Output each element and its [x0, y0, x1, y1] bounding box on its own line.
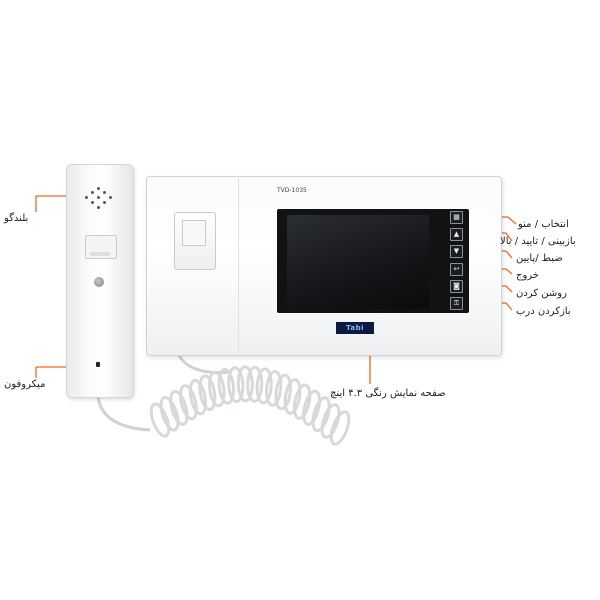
cord-loop: [329, 410, 351, 446]
label-exit: خروج: [516, 270, 539, 281]
cord-loop: [302, 389, 322, 426]
back-icon[interactable]: ↩: [450, 263, 463, 276]
cord-loop: [217, 367, 235, 405]
handset-cord: [96, 395, 151, 432]
label-open-door: بازکردن درب: [516, 306, 571, 317]
cord-loop: [283, 378, 302, 415]
cord-loop: [320, 403, 341, 439]
cord-loop: [198, 374, 217, 412]
light-icon[interactable]: ◙: [450, 280, 463, 293]
cord-loop: [292, 383, 312, 420]
cord-loop: [246, 365, 264, 403]
cord-loop: [159, 395, 180, 432]
cord-loop: [265, 369, 283, 407]
label-microphone: میکروفون: [4, 379, 46, 390]
cord-loop: [188, 378, 208, 416]
label-screen: صفحه نمایش رنگی ۴.۳ اینچ: [330, 388, 446, 399]
cord-loop: [311, 396, 331, 433]
arrow-down-icon[interactable]: ▼: [450, 245, 463, 258]
label-turn-on: روشن کردن: [516, 288, 567, 299]
cord-loop: [149, 402, 171, 438]
cord-loop: [274, 373, 292, 411]
microphone-hole: [96, 362, 100, 367]
coiled-cord: [149, 365, 351, 446]
model-label: TVD-1035: [277, 187, 307, 194]
brand-logo: Tabi: [336, 322, 374, 334]
cord-loop: [236, 365, 254, 403]
speaker-grille-icon: [85, 187, 113, 211]
label-select-menu: انتخاب / منو: [518, 219, 569, 230]
arrow-up-icon[interactable]: ▲: [450, 228, 463, 241]
handset: [66, 164, 134, 398]
cord-loop: [227, 366, 245, 404]
label-speaker: بلندگو: [4, 213, 29, 224]
cord-loop: [169, 389, 189, 426]
cradle-hook: [182, 220, 206, 246]
cord-loop: [178, 384, 198, 421]
handset-hook-slot: [85, 235, 117, 259]
key-icon[interactable]: ⚿: [450, 297, 463, 310]
monitor-divider: [238, 178, 239, 352]
cord-loop: [255, 367, 273, 405]
cord-loop: [208, 370, 226, 408]
label-playback-confirm-up: بازبینی / تایید / بالا: [500, 236, 576, 247]
label-record-down: ضبط /پایین: [516, 253, 563, 264]
menu-grid-icon[interactable]: ▦: [450, 211, 463, 224]
screw-icon: [94, 277, 104, 287]
display-screen: [287, 215, 429, 309]
